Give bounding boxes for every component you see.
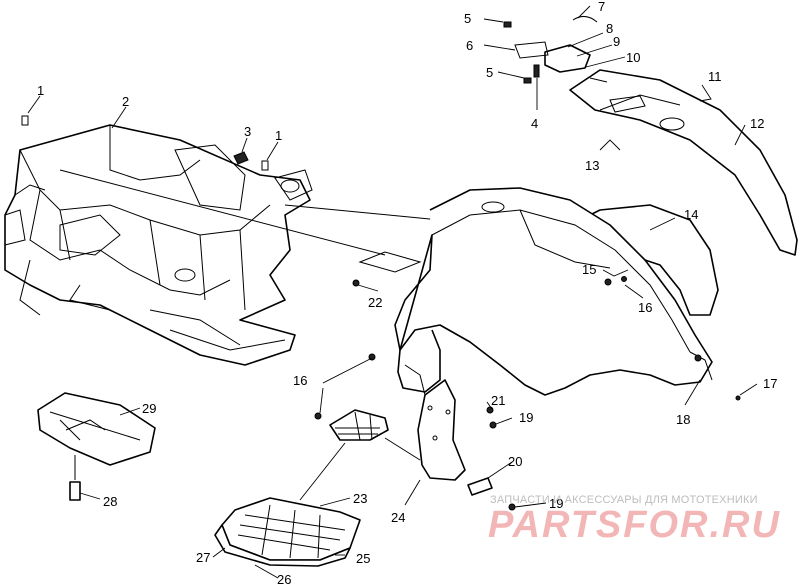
fasteners — [314, 276, 741, 511]
callout-1-frame: 1 — [275, 128, 282, 143]
callout-20: 20 — [508, 454, 522, 469]
callout-numbers: 1 2 3 1 5 6 5 4 7 8 9 10 11 12 13 14 15 … — [37, 0, 777, 586]
leader-lines — [27, 5, 758, 579]
callout-27: 27 — [196, 550, 210, 565]
callout-19-lower: 19 — [549, 496, 563, 511]
callout-5-lower: 5 — [486, 65, 493, 80]
bracket — [467, 477, 493, 496]
callout-29: 29 — [142, 401, 156, 416]
mud-flap — [404, 364, 466, 481]
routing-line-upper — [284, 204, 441, 221]
callout-8: 8 — [606, 21, 613, 36]
callout-11: 11 — [708, 69, 722, 84]
callout-23: 23 — [353, 491, 367, 506]
footrest-small — [329, 409, 389, 441]
callout-28: 28 — [103, 494, 117, 509]
callout-16-flap: 16 — [293, 373, 307, 388]
callout-4: 4 — [531, 116, 538, 131]
callout-12: 12 — [750, 116, 764, 131]
callout-5-top: 5 — [464, 11, 471, 26]
callout-17: 17 — [763, 376, 777, 391]
footrest-large — [214, 497, 361, 567]
callout-25: 25 — [356, 551, 370, 566]
callout-6: 6 — [466, 38, 473, 53]
callout-22: 22 — [368, 295, 382, 310]
frame-chassis — [4, 115, 313, 366]
callout-9: 9 — [613, 34, 620, 49]
callout-13: 13 — [585, 158, 599, 173]
callout-7: 7 — [598, 0, 605, 14]
skid-plate — [37, 392, 156, 501]
callout-15: 15 — [582, 262, 596, 277]
callout-1-top-left: 1 — [37, 83, 44, 98]
callout-2: 2 — [122, 94, 129, 109]
callout-21: 21 — [491, 393, 505, 408]
callout-18: 18 — [676, 412, 690, 427]
rear-fender — [503, 16, 798, 256]
watermark-caption: ЗАПЧАСТИ И АКСЕССУАРЫ ДЛЯ МОТОТЕХНИКИ — [490, 494, 758, 506]
callout-16-fender: 16 — [638, 300, 652, 315]
body-shroud — [358, 187, 713, 396]
callout-10: 10 — [626, 50, 640, 65]
callout-24: 24 — [391, 510, 405, 525]
callout-26: 26 — [277, 572, 291, 586]
callout-14: 14 — [684, 207, 698, 222]
callout-3: 3 — [244, 124, 251, 139]
routing-line-lower — [59, 169, 386, 256]
callout-19-upper: 19 — [519, 410, 533, 425]
watermark-logo: PARTSFOR.RU — [488, 504, 781, 546]
